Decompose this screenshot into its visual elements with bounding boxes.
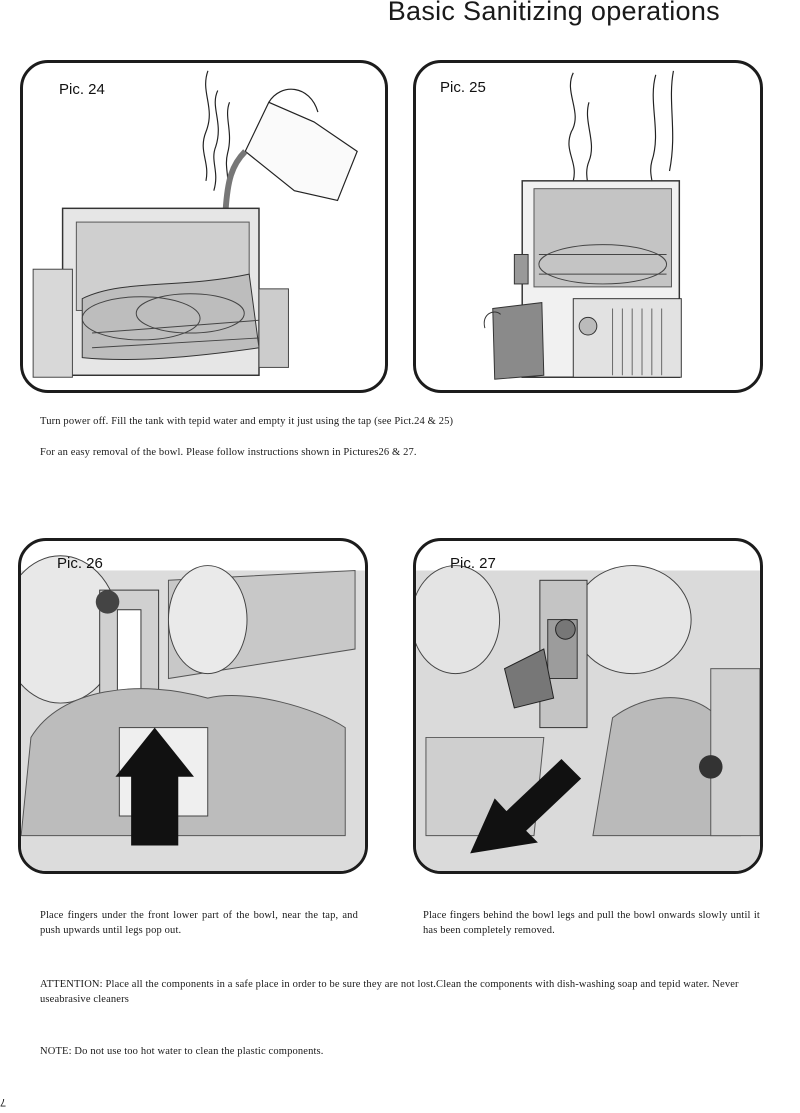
picture-label: Pic. 27 [450,555,496,572]
page-number: 7 [0,1096,7,1108]
page-title: Basic Sanitizing operations [387,0,720,26]
instruction-text: Turn power off. Fill the tank with tepid… [40,416,454,427]
picture-label: Pic. 24 [59,81,105,98]
instruction-text: For an easy removal of the bowl. Please … [40,447,417,458]
warning-note: NOTE: Do not use too hot water to clean … [40,1046,324,1057]
picture-label: Pic. 26 [57,555,103,572]
push-bowl-up-illustration [21,555,365,871]
caption-picture-27: Place fingers behind the bowl legs and p… [423,910,760,936]
picture-25: Pic. 25 [413,60,763,393]
pull-bowl-out-illustration [416,565,760,871]
picture-label: Pic. 25 [440,79,486,96]
picture-24: Pic. 24 [20,60,388,393]
emptying-tank-illustration [483,70,682,380]
attention-note: ATTENTION: Place all the components in a… [40,979,739,1005]
picture-26: Pic. 26 [18,538,368,874]
pouring-water-illustration [32,70,358,378]
caption-picture-26: Place fingers under the front lower part… [40,910,358,936]
picture-27: Pic. 27 [413,538,763,874]
